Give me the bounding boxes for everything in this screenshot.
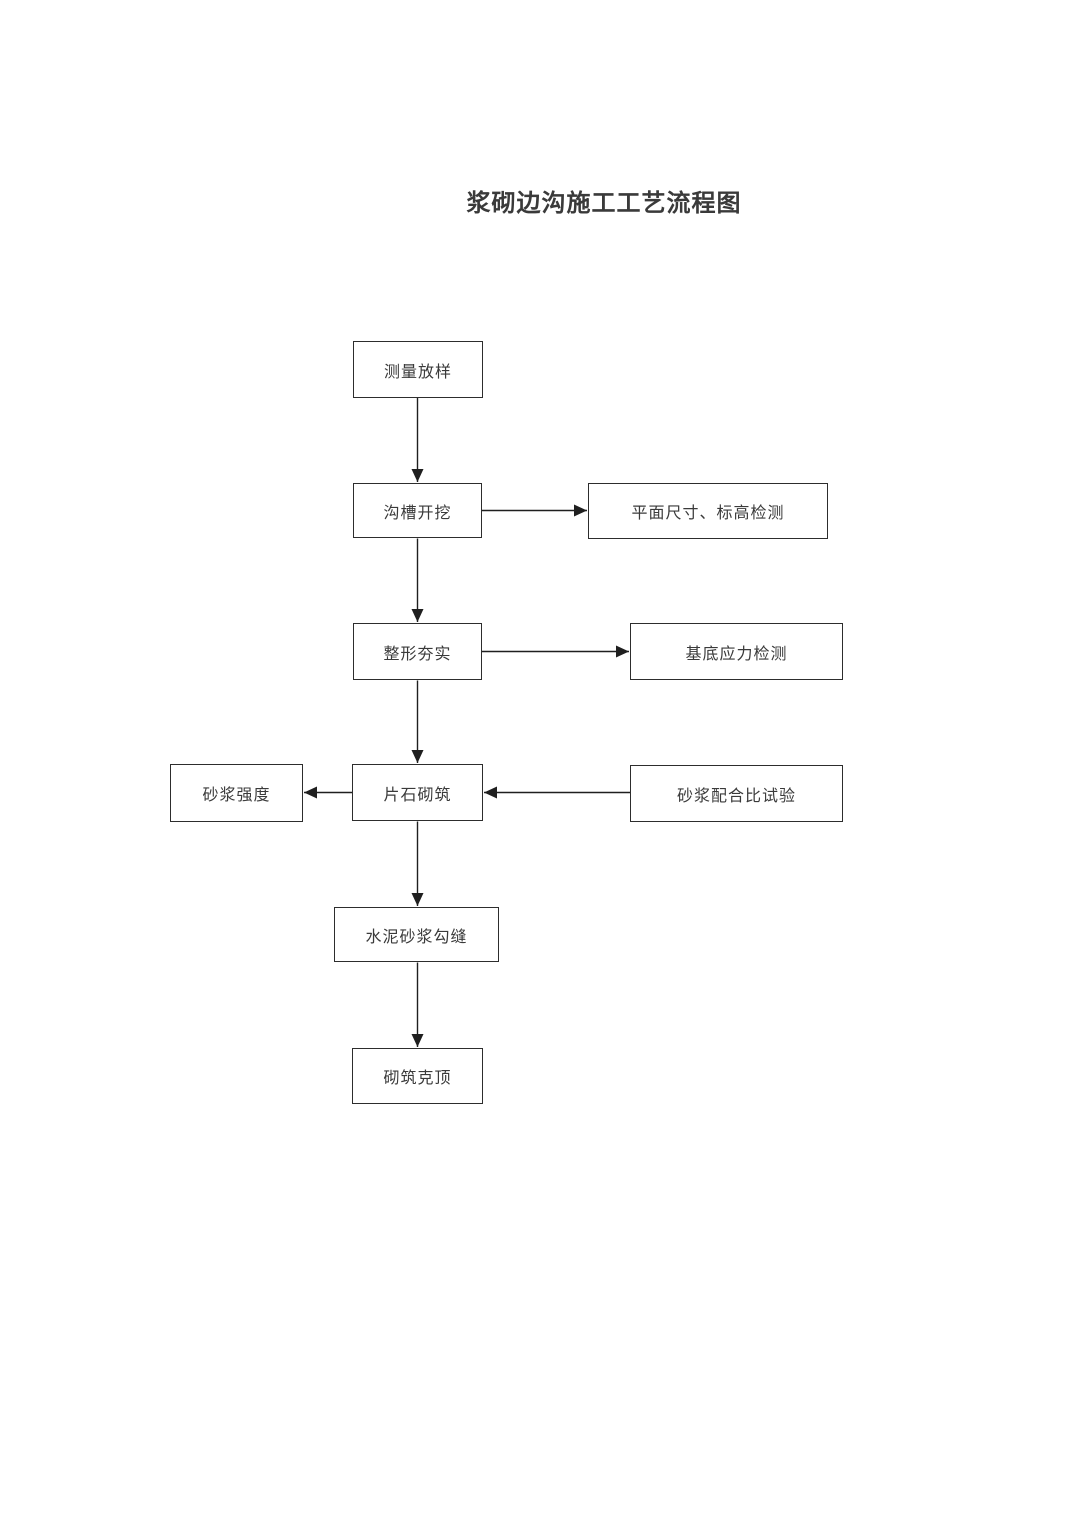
node-measure-layout-label: 测量放样 <box>383 363 452 381</box>
node-mortar-strength-label: 砂浆强度 <box>202 787 271 804</box>
node-mortar-strength: 砂浆强度 <box>170 764 303 822</box>
node-cement-mortar-jointing-label: 水泥砂浆勾缝 <box>365 928 468 946</box>
node-plane-elevation-check-label: 平面尺寸、标高检测 <box>631 505 785 522</box>
node-mortar-mix-ratio-test: 砂浆配合比试验 <box>630 765 843 822</box>
node-plane-elevation-check: 平面尺寸、标高检测 <box>588 483 828 539</box>
node-base-stress-check: 基底应力检测 <box>630 623 843 680</box>
node-trench-excavation: 沟槽开挖 <box>353 483 482 538</box>
node-shaping-compaction: 整形夯实 <box>353 623 482 680</box>
node-trench-excavation-label: 沟槽开挖 <box>383 504 452 522</box>
node-masonry-capping-label: 砌筑克顶 <box>383 1070 452 1087</box>
node-cement-mortar-jointing: 水泥砂浆勾缝 <box>334 907 499 962</box>
node-rubble-masonry: 片石砌筑 <box>352 764 483 821</box>
node-rubble-masonry-label: 片石砌筑 <box>383 786 452 804</box>
page-title: 浆砌边沟施工工艺流程图 <box>466 191 742 217</box>
node-shaping-compaction-label: 整形夯实 <box>383 645 452 663</box>
node-base-stress-check-label: 基底应力检测 <box>685 645 788 663</box>
node-masonry-capping: 砌筑克顶 <box>352 1048 483 1104</box>
node-mortar-mix-ratio-test-label: 砂浆配合比试验 <box>676 787 796 805</box>
node-measure-layout: 测量放样 <box>353 341 483 398</box>
